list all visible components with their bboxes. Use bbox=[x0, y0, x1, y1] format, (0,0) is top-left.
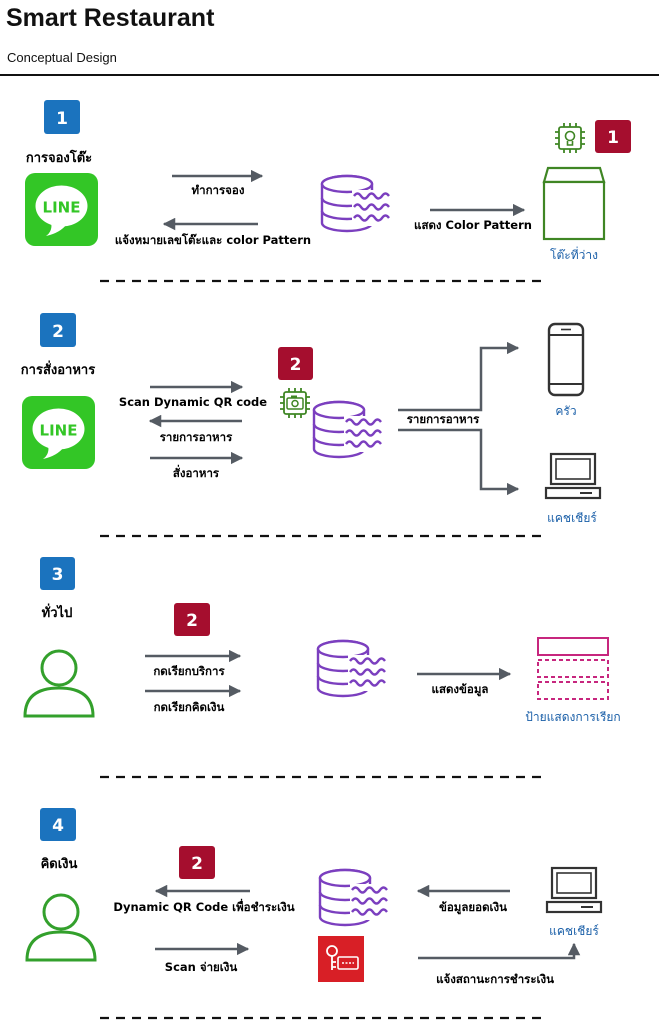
table-icon bbox=[542, 166, 606, 241]
database-icon bbox=[312, 400, 390, 459]
step-badge-3 bbox=[40, 557, 75, 590]
section-title-2: การสั่งอาหาร bbox=[21, 360, 95, 378]
line-app-icon bbox=[22, 396, 95, 469]
person-icon bbox=[23, 649, 95, 718]
step-number-3: 3 bbox=[52, 565, 64, 585]
person-icon bbox=[25, 893, 97, 962]
section-1: 1 การจองโต๊ะ ทำการจอง แจ้งหมายเลขโต๊ะและ… bbox=[25, 100, 631, 262]
label-show-info: แสดงข้อมูล bbox=[432, 682, 489, 697]
arrow-to-kitchen bbox=[398, 341, 520, 412]
step-number-2: 2 bbox=[52, 322, 64, 342]
section-title-4: คิดเงิน bbox=[41, 857, 78, 872]
page-title: Smart Restaurant bbox=[6, 4, 215, 32]
label-cashier: แคชเชียร์ bbox=[549, 924, 599, 938]
label-menu-out: รายการอาหาร bbox=[407, 412, 480, 426]
mobile-phone-icon bbox=[547, 322, 585, 397]
arrow-to-cashier bbox=[398, 428, 520, 496]
device-badge-number-4: 2 bbox=[191, 854, 203, 874]
label-notify: แจ้งหมายเลขโต๊ะและ color Pattern bbox=[115, 232, 311, 247]
step-number-4: 4 bbox=[52, 816, 64, 836]
label-scan-pay: Scan จ่ายเงิน bbox=[165, 960, 238, 974]
laptop-icon bbox=[545, 866, 603, 914]
laptop-icon bbox=[544, 452, 602, 500]
payment-key-icon bbox=[318, 936, 364, 982]
iot-camera-icon bbox=[279, 387, 311, 419]
label-payment-status: แจ้งสถานะการชำระเงิน bbox=[436, 972, 554, 986]
label-show-color: แสดง Color Pattern bbox=[414, 218, 532, 232]
arrow-payment-status bbox=[418, 942, 581, 960]
device-badge-3 bbox=[174, 603, 210, 636]
database-icon bbox=[316, 639, 394, 698]
section-3: 3 ทั่วไป 2 กดเรียกบริการ กดเรียกคิดเงิน … bbox=[23, 557, 621, 724]
iot-lightbulb-icon bbox=[554, 122, 586, 154]
device-badge-4 bbox=[179, 846, 215, 879]
database-icon bbox=[318, 868, 396, 927]
label-call-bill: กดเรียกคิดเงิน bbox=[154, 700, 225, 714]
step-badge-4 bbox=[40, 808, 76, 841]
section-4: 4 คิดเงิน 2 Dynamic QR Code เพื่อชำระเงิ… bbox=[25, 808, 603, 986]
label-menu: รายการอาหาร bbox=[160, 430, 233, 444]
section-title-3: ทั่วไป bbox=[42, 603, 73, 621]
device-badge-number-1: 1 bbox=[607, 128, 619, 148]
device-badge-1 bbox=[595, 120, 631, 153]
section-2: 2 การสั่งอาหาร Scan Dynamic QR code รายก… bbox=[21, 313, 602, 525]
page-subtitle: Conceptual Design bbox=[7, 50, 117, 65]
device-badge-number-2: 2 bbox=[290, 355, 302, 375]
label-qr-pay: Dynamic QR Code เพื่อชำระเงิน bbox=[113, 898, 294, 914]
label-order: สั่งอาหาร bbox=[173, 464, 220, 480]
call-sign-icon bbox=[537, 637, 609, 700]
section-title-1: การจองโต๊ะ bbox=[26, 149, 92, 166]
label-call-sign: ป้ายแสดงการเรียก bbox=[525, 710, 620, 724]
step-badge-2 bbox=[40, 313, 76, 347]
label-kitchen: ครัว bbox=[555, 404, 576, 418]
line-app-icon bbox=[25, 173, 98, 246]
label-call-service: กดเรียกบริการ bbox=[153, 664, 225, 678]
device-badge-2 bbox=[278, 347, 313, 380]
step-badge-1 bbox=[44, 100, 80, 134]
label-cashier: แคชเชียร์ bbox=[547, 511, 597, 525]
label-free-table: โต๊ะที่ว่าง bbox=[550, 246, 598, 262]
header-divider bbox=[0, 74, 659, 76]
step-number-1: 1 bbox=[56, 109, 68, 129]
device-badge-number-3: 2 bbox=[186, 611, 198, 631]
label-amount: ข้อมูลยอดเงิน bbox=[439, 900, 507, 915]
label-reserve: ทำการจอง bbox=[192, 183, 245, 197]
label-scan-qr: Scan Dynamic QR code bbox=[119, 395, 267, 409]
database-icon bbox=[320, 174, 398, 233]
